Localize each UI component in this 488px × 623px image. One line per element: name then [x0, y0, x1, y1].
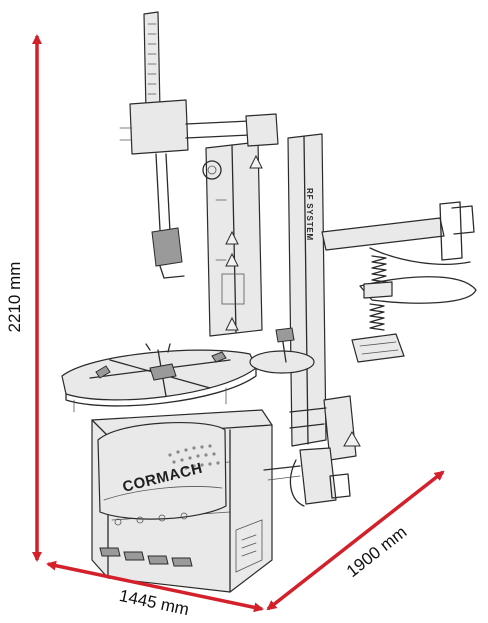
rf-system-column: RF SYSTEM: [287, 133, 327, 447]
side-label: [235, 519, 263, 573]
height-dimension-label: 2210 mm: [5, 262, 24, 333]
depth-dimension-arrow: [266, 470, 445, 611]
logo-dot-pattern: [168, 444, 220, 470]
tower-column: [202, 141, 263, 337]
mount-demount-arm: [119, 11, 279, 279]
helper-arm: [321, 201, 477, 363]
depth-dimension-label: 1900 mm: [343, 522, 411, 581]
tire-changer-machine: CORMACH: [61, 11, 477, 593]
dimension-arrows: [32, 34, 445, 613]
bead-pressure-disc: [249, 327, 315, 374]
width-dimension-arrow: [46, 560, 264, 613]
frame-lines: [289, 407, 327, 429]
pedal-symbols: [114, 512, 188, 526]
turntable: [61, 343, 257, 413]
rf-system-label: RF SYSTEM: [305, 188, 314, 241]
machine-base-cabinet: CORMACH: [91, 409, 273, 593]
